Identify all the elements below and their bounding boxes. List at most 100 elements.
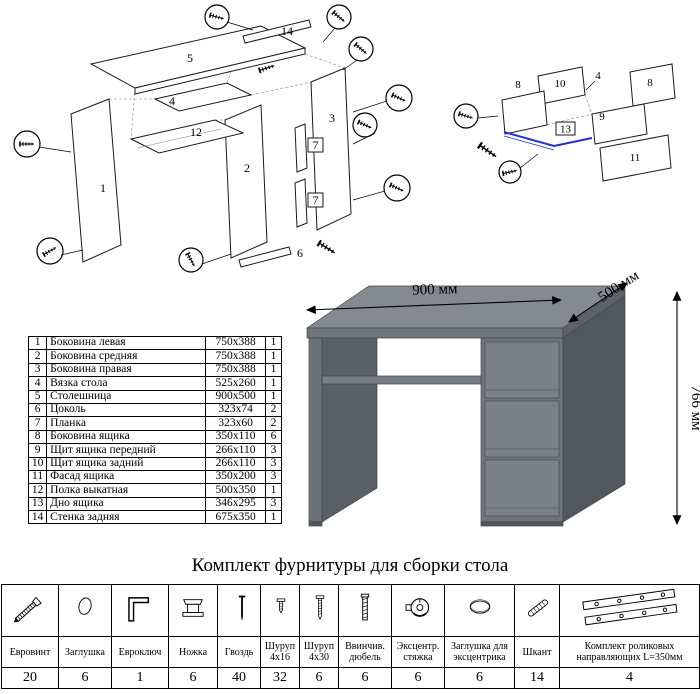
plank-7b xyxy=(294,178,308,228)
part-name: Вязка стола xyxy=(46,376,207,391)
hardware-qty: 6 xyxy=(168,667,218,689)
dowel-screw-icon xyxy=(360,593,370,621)
hardware-name: Ножка xyxy=(168,636,218,668)
brace-panel-4 xyxy=(153,82,253,112)
label-8b: 8 xyxy=(647,77,653,89)
part-size: 750x388 xyxy=(205,362,266,378)
drawer-facade-11 xyxy=(599,134,672,182)
hardware-table: Евровинт Заглушка Евроключ Ножка Гвоздь … xyxy=(1,584,700,689)
label-5: 5 xyxy=(187,51,193,65)
width-dimension-label: 900 мм xyxy=(412,281,458,299)
part-size: 350x200 xyxy=(205,469,266,485)
cap-icon xyxy=(78,597,92,615)
middle-side-panel-2 xyxy=(224,104,268,259)
hardware-qty: 4 xyxy=(559,667,700,689)
label-3: 3 xyxy=(329,111,335,125)
part-qty: 1 xyxy=(264,483,283,498)
part-qty: 3 xyxy=(264,496,283,512)
label-9: 9 xyxy=(599,111,605,123)
hardware-name: Шуруп 4x30 xyxy=(299,636,339,668)
fastener-callouts xyxy=(453,80,596,184)
hardware-name: Евровинт xyxy=(1,636,59,668)
label-7a: 7 xyxy=(313,138,319,152)
hardware-icon-cell xyxy=(338,584,392,637)
part-name: Щит ящика передний xyxy=(46,443,207,458)
part-name: Боковина ящика xyxy=(46,429,207,445)
label-2: 2 xyxy=(244,161,250,175)
part-qty: 1 xyxy=(264,349,283,364)
roller-guide-highlight xyxy=(503,131,593,151)
part-name: Щит ящика задний xyxy=(46,456,207,471)
part-size: 675x350 xyxy=(205,510,266,525)
hardware-qty: 14 xyxy=(514,667,560,689)
part-num: 6 xyxy=(27,402,48,418)
part-size: 350x110 xyxy=(205,429,266,445)
hexkey-icon xyxy=(128,597,150,622)
hardware-name: Эксцентр. стяжка xyxy=(391,636,445,668)
screw-long-icon xyxy=(315,595,325,620)
plinth-panel-6 xyxy=(238,246,292,268)
drawer-front-panel-9 xyxy=(591,103,648,145)
part-num: 3 xyxy=(27,362,48,378)
part-qty: 1 xyxy=(264,510,283,525)
label-4: 4 xyxy=(169,94,175,108)
drawer-front xyxy=(484,459,560,517)
part-name: Боковина левая xyxy=(46,335,207,351)
part-qty: 2 xyxy=(264,416,283,431)
hardware-icon-cell xyxy=(514,584,560,637)
label-1: 1 xyxy=(100,181,106,195)
cam-lock-icon xyxy=(405,598,430,617)
part-qty: 2 xyxy=(264,402,283,418)
hardware-icon-cell xyxy=(58,584,112,637)
part-qty: 3 xyxy=(264,443,283,458)
hardware-name: Заглушка для эксцентрика xyxy=(444,636,515,668)
part-qty: 1 xyxy=(264,362,283,378)
part-num: 14 xyxy=(27,510,48,525)
back-panel-14 xyxy=(242,19,312,44)
hardware-names-row: Евровинт Заглушка Евроключ Ножка Гвоздь … xyxy=(1,636,700,668)
hardware-icon-cell xyxy=(559,584,700,637)
dowel-icon xyxy=(527,599,549,617)
hardware-icon-cell xyxy=(168,584,218,637)
hardware-qty: 32 xyxy=(260,667,300,689)
part-num: 5 xyxy=(27,389,48,404)
height-dimension-label: 766 мм xyxy=(688,385,700,431)
part-num: 9 xyxy=(27,443,48,458)
part-name: Фасад ящика xyxy=(46,469,207,485)
foot-icon xyxy=(182,599,204,617)
label-11: 11 xyxy=(630,152,641,164)
part-qty: 3 xyxy=(264,469,283,485)
part-name: Планка xyxy=(46,416,207,431)
exploded-view-drawer: 10 8 8 9 11 13 4 xyxy=(453,63,676,184)
hardware-name: Евроключ xyxy=(111,636,169,668)
part-name: Боковина правая xyxy=(46,362,207,378)
part-size: 750x388 xyxy=(205,335,266,351)
label-12: 12 xyxy=(190,125,202,139)
keyboard-tray xyxy=(321,375,482,385)
part-num: 2 xyxy=(27,349,48,364)
desk-body xyxy=(305,285,627,527)
hardware-icons-row xyxy=(1,584,700,637)
label-6: 6 xyxy=(297,246,303,260)
left-side-panel-1 xyxy=(70,98,122,263)
label-4: 4 xyxy=(595,70,601,82)
hardware-qty: 6 xyxy=(338,667,392,689)
keyboard-tray-12 xyxy=(129,119,245,154)
hardware-icon-cell xyxy=(217,584,261,637)
label-14: 14 xyxy=(281,24,293,38)
part-qty: 1 xyxy=(264,335,283,351)
part-size: 323x60 xyxy=(205,416,266,431)
part-qty: 6 xyxy=(264,429,283,445)
cam-cap-icon xyxy=(469,599,490,614)
part-name: Полка выкатная xyxy=(46,483,207,498)
hardware-qty: 40 xyxy=(217,667,261,689)
part-name: Столешница xyxy=(46,389,207,404)
